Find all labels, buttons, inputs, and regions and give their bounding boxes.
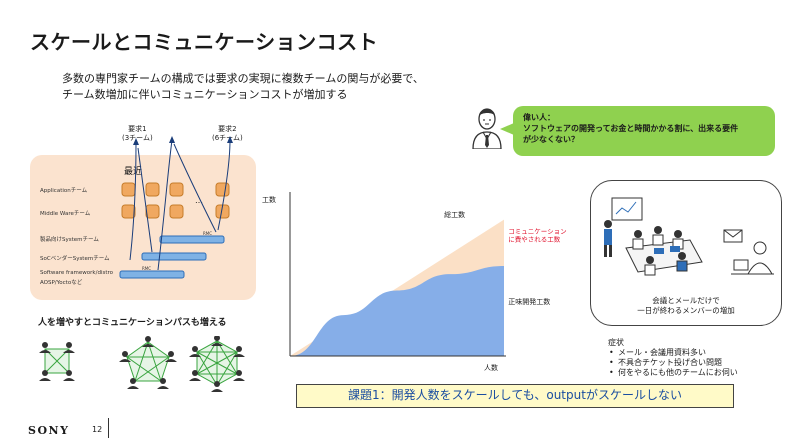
x-axis-label: 人数 <box>484 363 498 372</box>
layer-label-soc-vendor: SoCベンダーSystemチーム <box>40 256 110 262</box>
requirement-1-return <box>137 147 153 253</box>
meeting-caption-line-1: 会議とメールだけで <box>652 296 720 305</box>
person-icon <box>119 351 131 362</box>
team-diagram-title: 最近 <box>124 167 143 177</box>
communication-cost-annotation-line-1: コミュニケーション <box>508 227 566 235</box>
requirement-1-label: 要求1 (3チーム) <box>122 125 153 143</box>
symptom-item: 何をやるにも他のチームにお伺い <box>609 368 738 378</box>
person-icon <box>189 346 201 357</box>
layer-label-middleware: Middle Wareチーム <box>40 211 91 217</box>
team-block <box>215 182 230 197</box>
network-4-people <box>44 348 70 374</box>
net-effort-area <box>290 266 504 356</box>
requirement-1-teams: (3チーム) <box>122 134 153 142</box>
requirement-2-arrow <box>157 139 173 271</box>
team-block <box>121 182 136 197</box>
person-icon <box>211 336 223 346</box>
attendee-icon <box>644 256 656 276</box>
symptoms-list: 症状 メール・会議用資料多い 不具合チケット投げ合い問題 何をやるにも他のチーム… <box>608 338 738 378</box>
team-diagram-graphic <box>119 136 233 279</box>
footer-divider <box>108 418 109 438</box>
issue-statement-box: 課題1：開発人数をスケールしても、outputがスケールしない <box>296 384 734 408</box>
person-icon <box>189 370 201 381</box>
subtitle-line-1: 多数の専門家チームの構成では要求の実現に複数チームの関与が必要で、 <box>62 72 424 85</box>
person-icon <box>165 351 177 362</box>
requirement-2-label: 要求2 (6チーム) <box>212 125 243 143</box>
person-icon <box>233 370 245 381</box>
person-icon <box>63 342 75 353</box>
network-6-people <box>196 340 238 386</box>
subtitle-line-2: チーム数増加に伴いコミュニケーションコストが増加する <box>62 88 348 101</box>
symptom-item: 不具合チケット投げ合い問題 <box>609 358 738 368</box>
meeting-illustration <box>604 197 774 276</box>
team-block <box>121 204 136 219</box>
team-block <box>145 182 160 197</box>
team-block <box>169 182 184 197</box>
requirement-2-up <box>217 139 231 231</box>
office-worker-icon <box>731 241 774 275</box>
symptoms-heading: 症状 <box>608 338 624 347</box>
speech-line-2: ソフトウェアの開発ってお金と時間かかる割に、出来る要件 <box>523 124 739 133</box>
y-axis-label: 工数 <box>262 195 276 204</box>
speech-bubble: 偉い人： ソフトウェアの開発ってお金と時間かかる割に、出来る要件 が少なくない？ <box>513 106 775 156</box>
person-icon <box>157 378 169 389</box>
speech-bubble-tail <box>500 123 514 135</box>
sony-logo: SONY <box>28 424 70 437</box>
person-icon <box>127 378 139 389</box>
network-5-people <box>125 340 171 383</box>
meeting-caption-line-2: 一日が終わるメンバーの増加 <box>637 306 735 315</box>
mail-icon <box>723 229 743 243</box>
arrow-tag-2: RMC <box>142 266 152 271</box>
more-teams-ellipsis: … <box>195 196 203 205</box>
layer-label-aosp: AOSP/Yoctoなど <box>40 280 83 286</box>
slide-subtitle: 多数の専門家チームの構成では要求の実現に複数チームの関与が必要で、 チーム数増加… <box>62 71 532 103</box>
requirement-1-name: 要求1 <box>128 125 147 133</box>
system-bar <box>119 270 185 279</box>
series-label-total: 総工数 <box>444 210 465 219</box>
speech-line-1: 偉い人： <box>523 113 555 122</box>
layer-label-product-system: 製品向けSystemチーム <box>40 237 99 243</box>
requirement-2-name: 要求2 <box>218 125 237 133</box>
team-block <box>169 204 184 219</box>
presenter-icon <box>604 220 612 257</box>
person-icon <box>39 342 51 353</box>
attendee-icon <box>632 230 644 250</box>
businessman-icon <box>472 108 502 149</box>
page-number: 12 <box>92 425 103 434</box>
meeting-caption: 会議とメールだけで 一日が終わるメンバーの増加 <box>600 296 772 316</box>
person-icon <box>211 381 223 392</box>
network-heading: 人を増やすとコミュニケーションパスも増える <box>38 318 227 328</box>
person-icon <box>142 336 154 347</box>
attendee-icon <box>676 252 688 272</box>
person-icon <box>39 370 51 381</box>
attendee-icon <box>652 226 664 246</box>
series-label-net: 正味開発工数 <box>508 297 550 306</box>
effort-chart: 工数 人数 総工数 正味開発工数 コミュニケーション に費やされる工数 <box>262 192 567 372</box>
person-icon <box>63 370 75 381</box>
person-icon <box>233 346 245 357</box>
system-bar <box>141 252 207 261</box>
requirement-1-arrow <box>129 141 137 261</box>
requirement-2-return <box>173 143 217 233</box>
communication-network-diagrams <box>39 336 245 392</box>
speech-line-3: が少なくない？ <box>523 135 579 144</box>
layer-label-application: Applicationチーム <box>40 188 88 194</box>
symptom-item: メール・会議用資料多い <box>609 348 738 358</box>
whiteboard <box>611 197 643 221</box>
system-bar <box>159 235 225 244</box>
meeting-panel <box>590 180 782 326</box>
communication-cost-annotation-line-2: に費やされる工数 <box>508 234 561 243</box>
slide-title: スケールとコミュニケーションコスト <box>30 30 379 54</box>
layer-label-framework: Software framework/distro <box>40 270 114 276</box>
requirement-2-teams: (6チーム) <box>212 134 243 142</box>
team-block <box>145 204 160 219</box>
arrow-tag-1: RMC <box>203 231 213 236</box>
